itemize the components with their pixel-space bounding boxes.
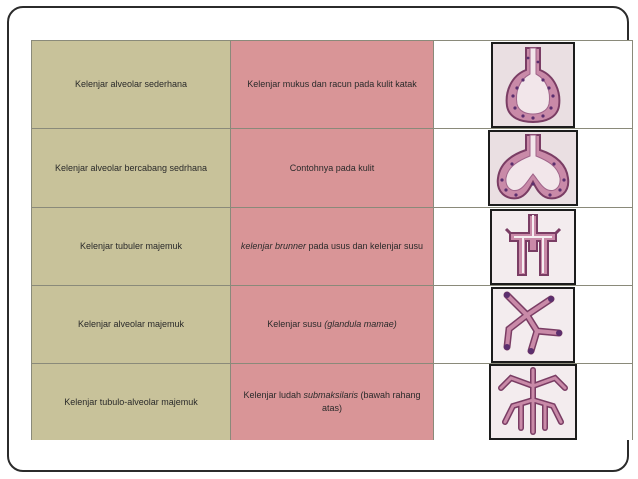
example-text: (glandula mamae) — [324, 319, 397, 329]
simple-alveolar-gland-icon — [491, 41, 575, 128]
gland-name-cell: Kelenjar tubuler majemuk — [31, 207, 231, 286]
gland-example-cell: Kelenjar mukus dan racun pada kulit kata… — [230, 40, 434, 129]
gland-name-cell: Kelenjar tubulo-alveolar majemuk — [31, 363, 231, 440]
compound-tubuloalveolar-gland-icon — [489, 364, 577, 440]
gland-example-cell: Kelenjar susu (glandula mamae) — [230, 285, 434, 364]
gland-image-cell — [433, 40, 633, 129]
example-text: submaksilaris — [303, 390, 358, 400]
table-row: Kelenjar tubuler majemuk kelenjar brunne… — [31, 207, 633, 286]
gland-image-cell — [433, 128, 633, 208]
example-text: (bawah rahang atas) — [321, 390, 421, 413]
gland-name-cell: Kelenjar alveolar sederhana — [31, 40, 231, 129]
compound-tubular-gland-icon — [490, 208, 576, 285]
gland-image-cell — [433, 285, 633, 364]
gland-image-cell — [433, 207, 633, 286]
compound-alveolar-gland-icon — [491, 286, 575, 363]
gland-types-table: Kelenjar alveolar sederhana Kelenjar muk… — [31, 40, 633, 440]
table-row: Kelenjar alveolar majemuk Kelenjar susu … — [31, 285, 633, 364]
gland-example-cell: kelenjar brunner pada usus dan kelenjar … — [230, 207, 434, 286]
gland-name-cell: Kelenjar alveolar bercabang sedrhana — [31, 128, 231, 208]
table-row: Kelenjar alveolar sederhana Kelenjar muk… — [31, 40, 633, 129]
branched-alveolar-gland-icon — [488, 130, 578, 206]
gland-name-cell: Kelenjar alveolar majemuk — [31, 285, 231, 364]
example-text: Kelenjar susu — [267, 319, 325, 329]
example-text: Contohnya pada kulit — [289, 162, 375, 173]
table-row: Kelenjar alveolar bercabang sedrhana Con… — [31, 128, 633, 208]
gland-example-cell: Contohnya pada kulit — [230, 128, 434, 208]
gland-example-cell: Kelenjar ludah submaksilaris (bawah raha… — [230, 363, 434, 440]
example-text: Kelenjar ludah — [243, 390, 304, 400]
example-text: kelenjar brunner — [240, 241, 306, 251]
gland-image-cell — [433, 363, 633, 440]
example-text: pada usus dan kelenjar susu — [305, 241, 424, 251]
table-row: Kelenjar tubulo-alveolar majemuk Kelenja… — [31, 363, 633, 440]
example-text: Kelenjar mukus dan racun pada kulit kata… — [247, 79, 417, 89]
